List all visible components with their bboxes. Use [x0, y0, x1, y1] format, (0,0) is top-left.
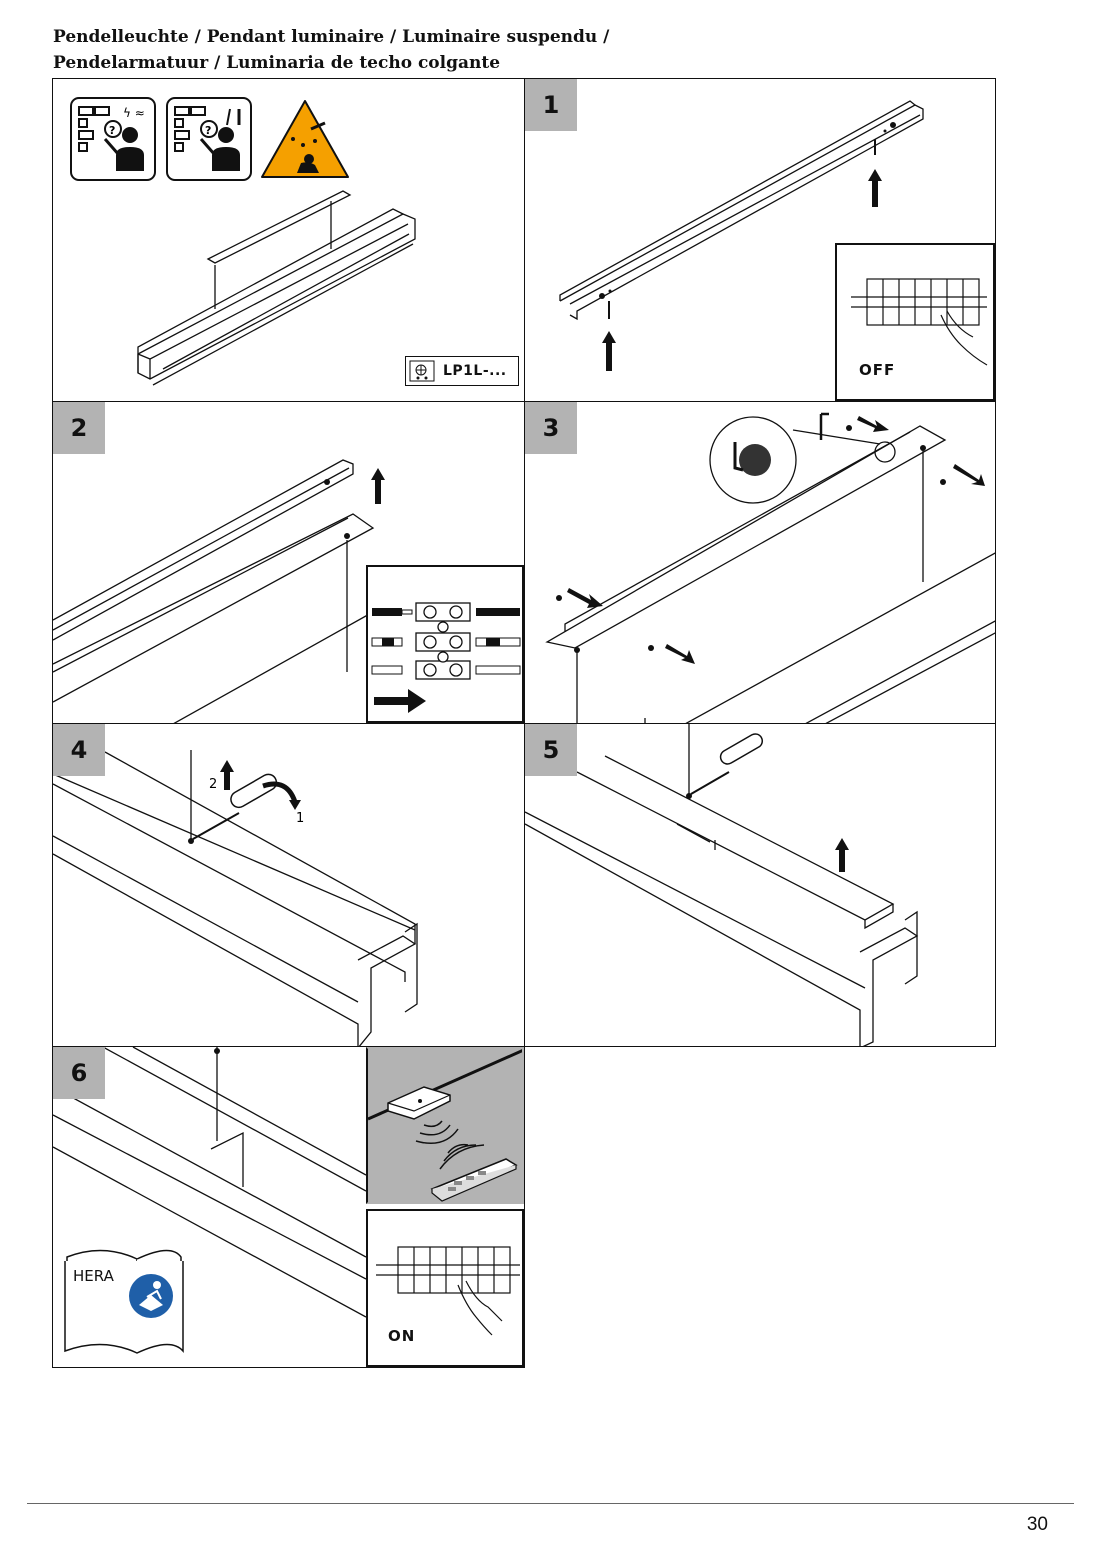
callout-1: 1: [296, 811, 304, 826]
intro-illustration: ? ϟ ≈ ?: [70, 97, 416, 386]
callout-2: 2: [209, 777, 217, 792]
up-arrow-icon: [835, 838, 849, 872]
svg-text:ϟ ≈: ϟ ≈: [123, 106, 145, 120]
switch-off-label: OFF: [859, 361, 896, 379]
shopping-cart-icon: [409, 360, 435, 382]
cover-install-drawing: [525, 724, 919, 1046]
svg-text:?: ?: [109, 124, 115, 137]
panel-step-2: 2: [52, 401, 525, 724]
screw-fixing-drawing: [545, 412, 995, 723]
panel-step-4: 4 2 1: [52, 723, 525, 1047]
qualified-installer-icon: ?: [166, 97, 252, 181]
switch-off-inset: OFF: [835, 243, 995, 401]
footer-divider: [27, 1503, 1074, 1504]
circuit-breaker-icon: [376, 1246, 520, 1336]
step-number: 2: [53, 402, 105, 454]
pendant-luminaire-drawing: [137, 190, 416, 386]
panel-intro: ? ϟ ≈ ?: [52, 78, 525, 402]
read-instructions-icon: [129, 1274, 173, 1318]
panel-step-3: 3: [524, 401, 996, 724]
panel-step-6: 6 HERA: [52, 1046, 525, 1368]
screwdriver-icon: [192, 773, 278, 840]
circuit-breaker-icon: [851, 278, 988, 366]
right-arrow-icon: [374, 689, 426, 713]
page-number: 30: [1026, 1514, 1048, 1535]
svg-text:?: ?: [205, 124, 211, 137]
product-code-box: LP1L-...: [405, 356, 519, 386]
terminal-block-icon: [371, 602, 521, 713]
falling-object-warning-icon: [261, 100, 349, 178]
finished-luminaire-drawing: [53, 1047, 366, 1354]
screwdriver-icon: [690, 733, 764, 795]
step-number: 3: [525, 402, 577, 454]
up-arrow-icon: [868, 169, 882, 207]
product-code: LP1L-...: [443, 363, 507, 379]
title-line-2: Pendelarmatuur / Luminaria de techo colg…: [53, 53, 501, 73]
remote-control-icon: [368, 1049, 522, 1202]
wire-connector-inset: [366, 565, 524, 723]
switch-on-inset: ON: [366, 1209, 524, 1367]
panel-step-1: 1 OFF: [524, 78, 996, 402]
step-number: 4: [53, 724, 105, 776]
page-title: Pendelleuchte / Pendant luminaire / Lumi…: [53, 24, 609, 76]
up-arrow-icon: [220, 760, 234, 790]
manual-label: HERA: [73, 1267, 114, 1285]
step-number: 1: [525, 79, 577, 131]
switch-on-label: ON: [388, 1327, 416, 1345]
step-number: 6: [53, 1047, 105, 1099]
remote-control-inset: [366, 1047, 524, 1204]
step-number: 5: [525, 724, 577, 776]
title-line-1: Pendelleuchte / Pendant luminaire / Lumi…: [53, 27, 610, 47]
up-arrow-icon: [371, 468, 385, 504]
panel-step-5: 5: [524, 723, 996, 1047]
qualified-electrician-icon: ? ϟ ≈: [70, 97, 156, 181]
bracket-attach-drawing: [53, 459, 385, 723]
ceiling-bracket-drawing: [559, 100, 924, 371]
cable-adjust-drawing: 2 1: [53, 750, 418, 1046]
up-arrow-icon: [602, 331, 616, 371]
